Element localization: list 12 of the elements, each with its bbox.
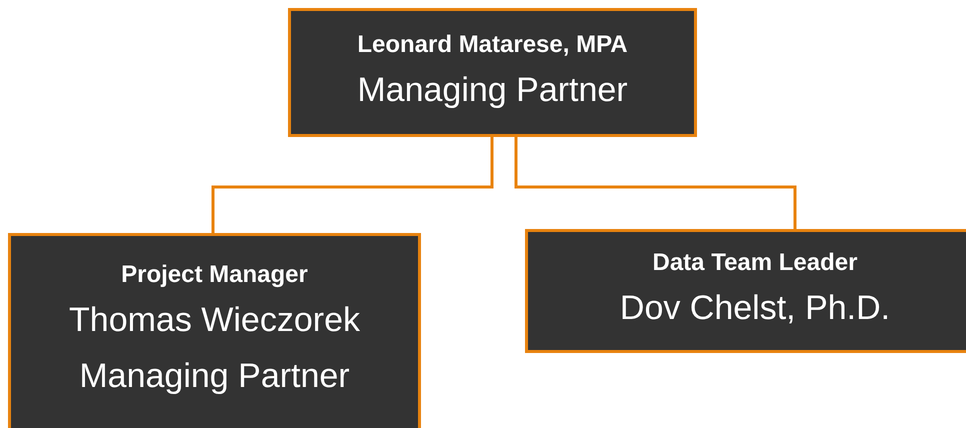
org-chart-box: [8, 233, 421, 428]
box-text: Thomas Wieczorek: [69, 300, 360, 341]
box-heading: Data Team Leader: [652, 248, 858, 278]
box-heading: Project Manager: [121, 260, 308, 290]
box-text: Managing Partner: [357, 70, 628, 110]
box-heading: Leonard Matarese, MPA: [357, 30, 628, 60]
box-text: Dov Chelst, Ph.D.: [620, 288, 890, 329]
box-text: Managing Partner: [79, 356, 350, 397]
connector-line: [514, 137, 796, 229]
org-chart-box: [525, 229, 966, 353]
org-chart-box: [288, 8, 697, 137]
connector-line: [212, 137, 494, 233]
